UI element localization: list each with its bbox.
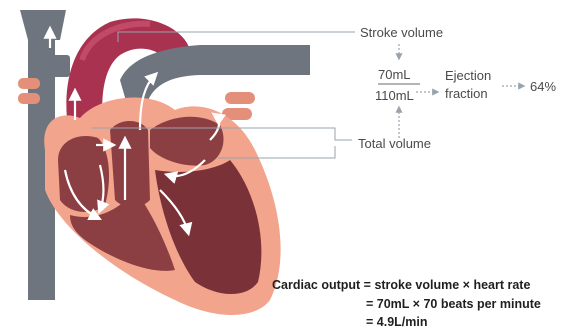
cardiac-output-formula-line2: = 70mL × 70 beats per minute: [366, 297, 541, 311]
stroke-volume-label: Stroke volume: [360, 25, 443, 40]
fraction-label: fraction: [445, 86, 488, 101]
pulmonary-vein-left-2: [18, 93, 40, 104]
vena-cava-branch: [52, 55, 70, 77]
vena-cava-top: [20, 10, 66, 40]
ejection-label: Ejection: [445, 68, 491, 83]
numerator-label: 70mL: [378, 67, 411, 82]
cardiac-output-formula-line1: Cardiac output = stroke volume × heart r…: [272, 278, 530, 292]
cardiac-output-formula-line3: = 4.9L/min: [366, 315, 427, 329]
pulmonary-vein-right: [225, 92, 255, 104]
total-volume-label: Total volume: [358, 136, 431, 151]
ejection-fraction-result: 64%: [530, 79, 556, 94]
denominator-label: 110mL: [375, 88, 414, 103]
septum-chamber: [110, 121, 150, 208]
pulmonary-vein-left: [18, 78, 40, 89]
